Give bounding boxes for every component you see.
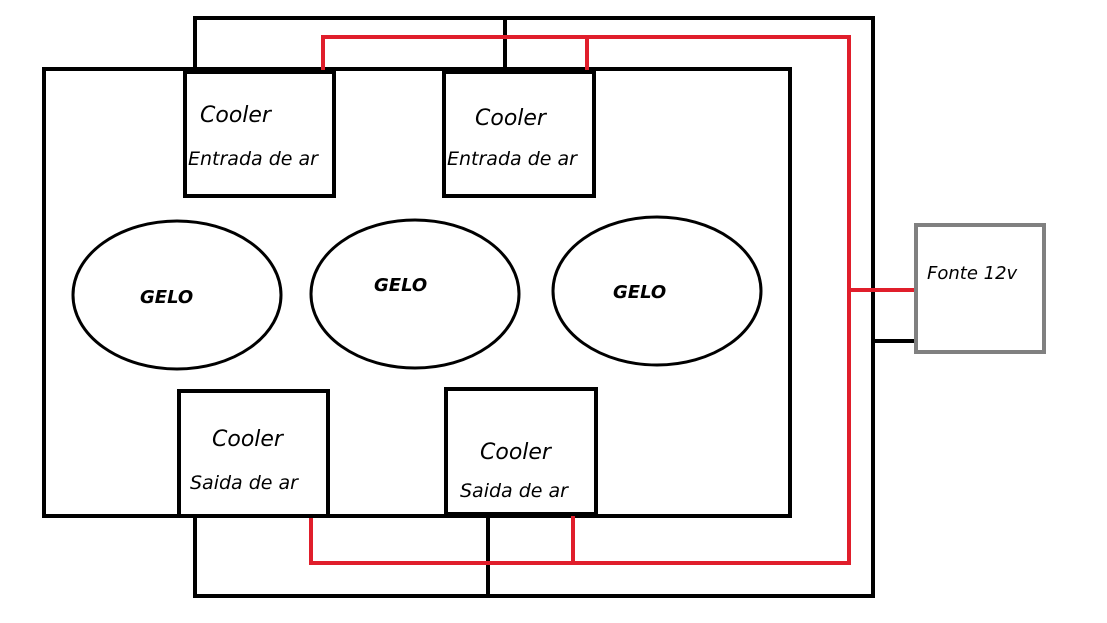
cooler-box-intake-left bbox=[183, 70, 336, 198]
cooler-subtitle: Entrada de ar bbox=[188, 148, 318, 170]
cooler-box-exhaust-right bbox=[444, 387, 598, 516]
cooler-subtitle: Saida de ar bbox=[460, 480, 568, 502]
cooler-title: Cooler bbox=[200, 103, 271, 128]
cooler-subtitle: Saida de ar bbox=[190, 472, 298, 494]
ice-box-outline bbox=[42, 67, 792, 518]
ice-label: GELO bbox=[613, 282, 667, 303]
ice-ellipse-right bbox=[551, 215, 763, 367]
power-supply-label: Fonte 12v bbox=[927, 263, 1018, 284]
ice-label: GELO bbox=[140, 287, 194, 308]
cooler-box-exhaust-left bbox=[177, 389, 330, 518]
cooler-box-intake-right bbox=[442, 70, 596, 198]
negative-wire-top bbox=[193, 16, 875, 598]
cooler-subtitle: Entrada de ar bbox=[447, 148, 577, 170]
ice-label: GELO bbox=[374, 275, 428, 296]
power-supply-box bbox=[914, 223, 1046, 354]
cooler-title: Cooler bbox=[212, 427, 283, 452]
cooler-title: Cooler bbox=[475, 106, 546, 131]
ice-ellipse-left bbox=[71, 219, 283, 371]
positive-wire-top bbox=[309, 35, 851, 565]
cooler-title: Cooler bbox=[480, 440, 551, 465]
ice-ellipse-center bbox=[309, 218, 521, 370]
